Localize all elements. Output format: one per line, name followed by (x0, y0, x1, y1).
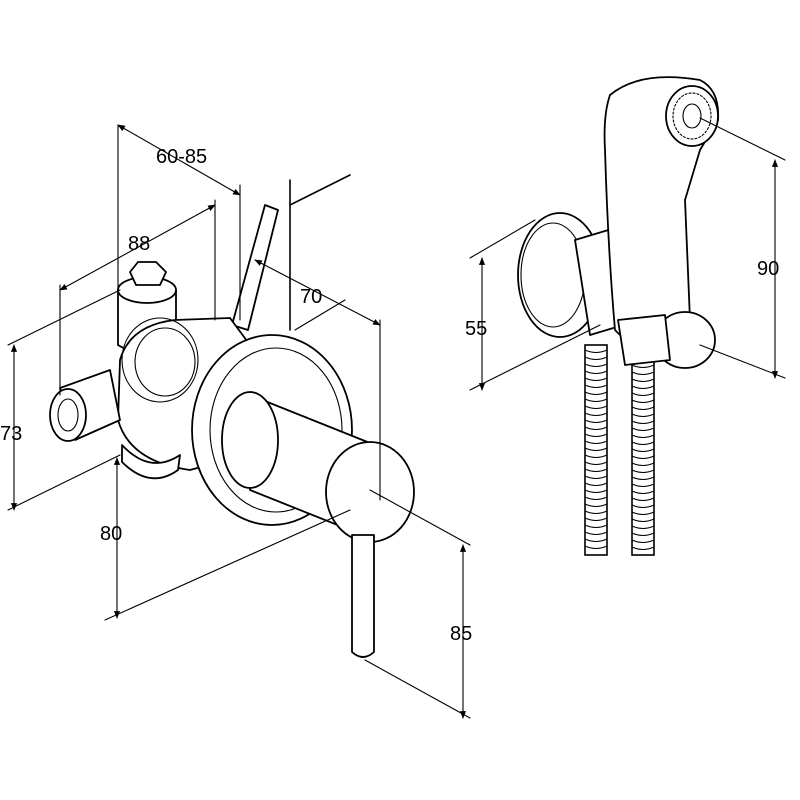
hose-ring (631, 455, 655, 459)
left-dimension-labels: 60-85 88 70 73 80 85 (0, 146, 472, 645)
hose-ring (631, 462, 655, 466)
hose-ring (631, 525, 655, 529)
valve-ring-inner (134, 327, 196, 397)
hose-ring (584, 524, 608, 528)
dim-60-85-label: 60-85 (156, 146, 207, 168)
hose-ring (584, 447, 608, 451)
right-dimension-labels: 55 90 (465, 258, 779, 340)
hose-ring (631, 406, 655, 410)
lever-handle (351, 534, 375, 658)
hose-ring (631, 399, 655, 403)
rear-lever (231, 204, 279, 331)
hose-ring (584, 433, 608, 437)
mixer-valve (49, 174, 415, 658)
holder-clip (617, 314, 671, 366)
hose-ring (584, 405, 608, 409)
hose-ring (631, 441, 655, 445)
hose-ring (631, 504, 655, 508)
hose-ring (631, 434, 655, 438)
hose-ring (631, 546, 655, 550)
cover-plate-inner (209, 347, 343, 513)
dim-73-label: 73 (0, 423, 22, 445)
hose-ring (631, 490, 655, 494)
hose-ring (584, 363, 608, 367)
hose-ring (584, 349, 608, 353)
hose-ring (584, 454, 608, 458)
hose-ring (584, 482, 608, 486)
bottom-outlet (121, 444, 181, 480)
hose-ring (631, 476, 655, 480)
hose-ring (631, 518, 655, 522)
spray-head (665, 85, 719, 147)
hose-ring (631, 413, 655, 417)
hose-ring (631, 378, 655, 382)
hose-ring (584, 517, 608, 521)
dim-85-label: 85 (450, 623, 472, 645)
hose-ring (584, 545, 608, 549)
hose-ring (584, 489, 608, 493)
hose-ring (584, 531, 608, 535)
dim-80-label: 80 (100, 523, 122, 545)
hand-spray-set (517, 76, 720, 556)
left-inlet-thread (57, 398, 79, 432)
hose-ring (584, 412, 608, 416)
handle-base (221, 391, 279, 489)
left-inlet-port (49, 388, 87, 442)
dim-88-label: 88 (128, 233, 150, 255)
hose-ring (584, 356, 608, 360)
hose-ring (584, 384, 608, 388)
hose-ring (631, 420, 655, 424)
hose-ring (631, 539, 655, 543)
dim-90-label: 90 (757, 258, 779, 280)
hose-ring (631, 497, 655, 501)
hose-ring (631, 448, 655, 452)
hose-ring (584, 419, 608, 423)
hose-ring (631, 427, 655, 431)
spray-nozzle-center (682, 103, 702, 129)
hose-ring (584, 377, 608, 381)
hose-ring (584, 440, 608, 444)
right-dimensions (469, 117, 786, 391)
left-dimensions (7, 124, 471, 719)
hose-ring (584, 538, 608, 542)
hose-rings (584, 349, 655, 550)
hose-ring (631, 469, 655, 473)
hose-ring (584, 461, 608, 465)
hose-ring (631, 532, 655, 536)
hose-ring (584, 496, 608, 500)
dim-55-label: 55 (465, 318, 487, 340)
hose-ring (631, 364, 655, 368)
hose-ring (584, 510, 608, 514)
hose-ring (631, 371, 655, 375)
hose-ring (631, 385, 655, 389)
hose-ring (584, 391, 608, 395)
dim-70-label: 70 (300, 286, 322, 308)
valve-ring (121, 317, 199, 403)
spray-nozzle-ring (672, 92, 712, 140)
hose-ring (584, 503, 608, 507)
hose-ring (584, 475, 608, 479)
hose-ring (631, 392, 655, 396)
wall-line-top (289, 174, 351, 206)
handle-face (325, 441, 415, 543)
hose-ring (631, 511, 655, 515)
hose-ring (631, 483, 655, 487)
hose-ring (584, 398, 608, 402)
hose-ring (584, 426, 608, 430)
top-hex-nut (129, 261, 167, 286)
hose-ring (584, 370, 608, 374)
hose-ring (584, 468, 608, 472)
